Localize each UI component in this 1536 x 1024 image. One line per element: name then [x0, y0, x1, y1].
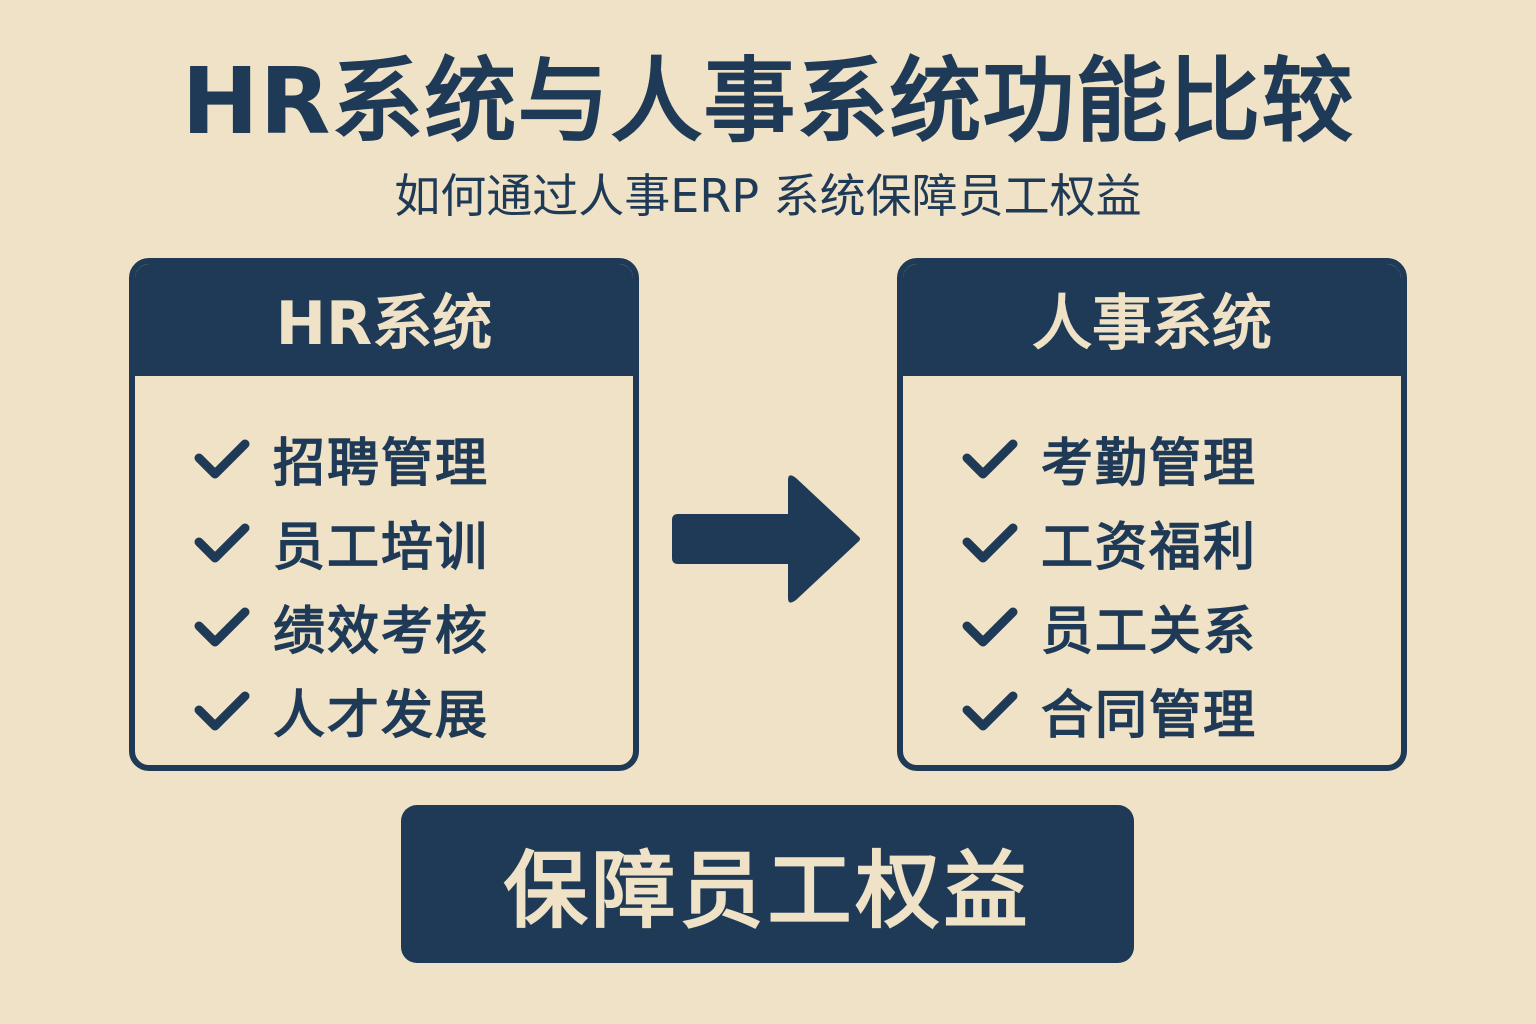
list-item: 考勤管理: [903, 416, 1401, 500]
list-item: 员工培训: [135, 500, 633, 584]
list-item: 员工关系: [903, 584, 1401, 668]
check-icon: [194, 439, 250, 479]
check-icon: [194, 523, 250, 563]
list-item-label: 工资福利: [1041, 517, 1258, 578]
check-icon: [194, 691, 250, 731]
list-item-label: 人才发展: [273, 685, 490, 746]
check-icon: [194, 607, 250, 647]
list-item-label: 合同管理: [1041, 685, 1258, 746]
list-item: 人才发展: [135, 668, 633, 752]
page-subtitle: 如何通过人事ERP 系统保障员工权益: [394, 169, 1142, 223]
hr-system-panel: HR系统 招聘管理 员工培训 绩效考核 人才发展: [129, 258, 639, 771]
personnel-system-panel-title: 人事系统: [903, 264, 1401, 376]
list-item-label: 考勤管理: [1041, 433, 1258, 494]
page-title: HR系统与人事系统功能比较: [181, 48, 1355, 155]
check-icon: [962, 607, 1018, 647]
list-item: 合同管理: [903, 668, 1401, 752]
employee-rights-banner: 保障员工权益: [401, 805, 1134, 963]
check-icon: [962, 523, 1018, 563]
arrow-right-icon: [672, 475, 860, 603]
personnel-system-panel: 人事系统 考勤管理 工资福利 员工关系 合同管理: [897, 258, 1407, 771]
hr-system-feature-list: 招聘管理 员工培训 绩效考核 人才发展: [135, 376, 633, 752]
list-item-label: 绩效考核: [273, 601, 490, 662]
list-item-label: 员工培训: [273, 517, 490, 578]
hr-system-panel-title: HR系统: [135, 264, 633, 376]
list-item-label: 员工关系: [1041, 601, 1258, 662]
list-item-label: 招聘管理: [273, 433, 490, 494]
check-icon: [962, 691, 1018, 731]
personnel-system-feature-list: 考勤管理 工资福利 员工关系 合同管理: [903, 376, 1401, 752]
list-item: 工资福利: [903, 500, 1401, 584]
list-item: 绩效考核: [135, 584, 633, 668]
list-item: 招聘管理: [135, 416, 633, 500]
check-icon: [962, 439, 1018, 479]
